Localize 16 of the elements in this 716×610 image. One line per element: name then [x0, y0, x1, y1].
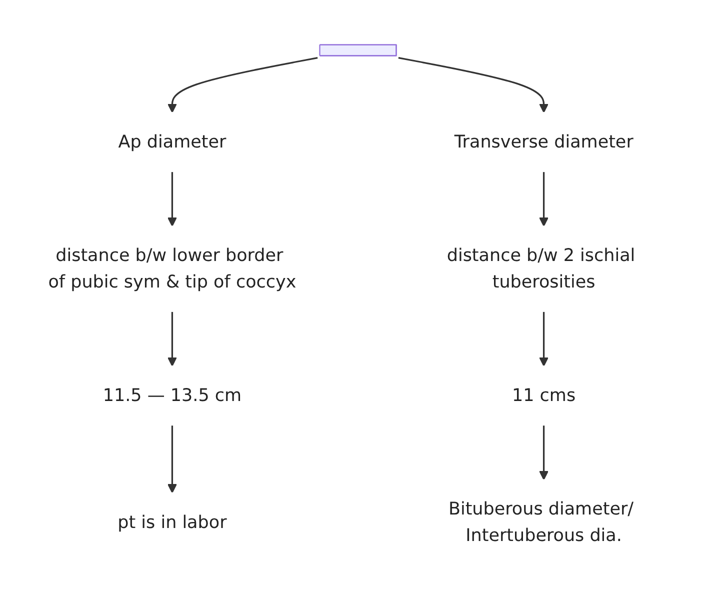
arrow	[538, 425, 549, 480]
node-text: distance b/w 2 ischial tuberosities	[446, 244, 636, 292]
arrow	[167, 425, 178, 494]
node-text: Ap diameter	[118, 131, 226, 152]
arrow	[167, 57, 318, 114]
arrow	[398, 57, 549, 114]
arrow	[538, 312, 549, 367]
arrow	[167, 312, 178, 367]
node-text: 11.5 — 13.5 cm	[102, 384, 242, 406]
node-text: Transverse diameter	[454, 131, 634, 152]
node-text: Bituberous diameter/ Intertuberous dia.	[448, 498, 634, 546]
node-text: pt is in labor	[118, 512, 227, 532]
arrow	[167, 172, 178, 227]
node-text: 11 cms	[512, 384, 576, 406]
arrow	[538, 172, 549, 227]
node-text: distance b/w lower border of pubic sym & tip of coccyx	[48, 244, 296, 292]
